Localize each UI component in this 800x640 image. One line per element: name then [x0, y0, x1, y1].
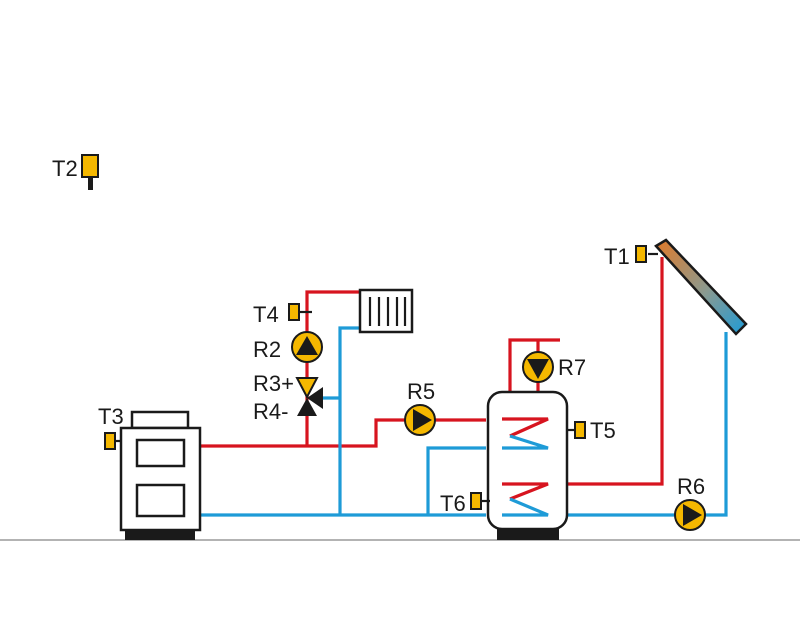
r4-label: R4- [253, 399, 288, 424]
t2-label: T2 [52, 156, 78, 181]
storage-tank [486, 390, 569, 540]
sensor-t6 [470, 492, 490, 510]
r7-label: R7 [558, 355, 586, 380]
r2-label: R2 [253, 337, 281, 362]
t4-label: T4 [253, 302, 279, 327]
pump-r2 [291, 331, 323, 363]
sensor-t1 [635, 245, 658, 263]
t1-label: T1 [604, 244, 630, 269]
cold-pipes [200, 326, 728, 517]
t3-label: T3 [98, 404, 124, 429]
t6-label: T6 [440, 491, 466, 516]
pump-r6 [674, 499, 706, 531]
r3-label: R3+ [253, 371, 294, 396]
t5-label: T5 [590, 418, 616, 443]
r5-label: R5 [407, 379, 435, 404]
solar-collector [654, 238, 748, 336]
sensor-t4 [288, 303, 312, 321]
sensor-t2 [81, 154, 99, 190]
radiator [358, 288, 414, 334]
boiler [119, 410, 202, 540]
pump-r5 [404, 404, 436, 436]
mixing-valve [295, 377, 323, 416]
r6-label: R6 [677, 474, 705, 499]
pump-r7 [522, 351, 554, 383]
sensor-t5 [567, 421, 586, 439]
sensor-t3 [104, 432, 122, 450]
